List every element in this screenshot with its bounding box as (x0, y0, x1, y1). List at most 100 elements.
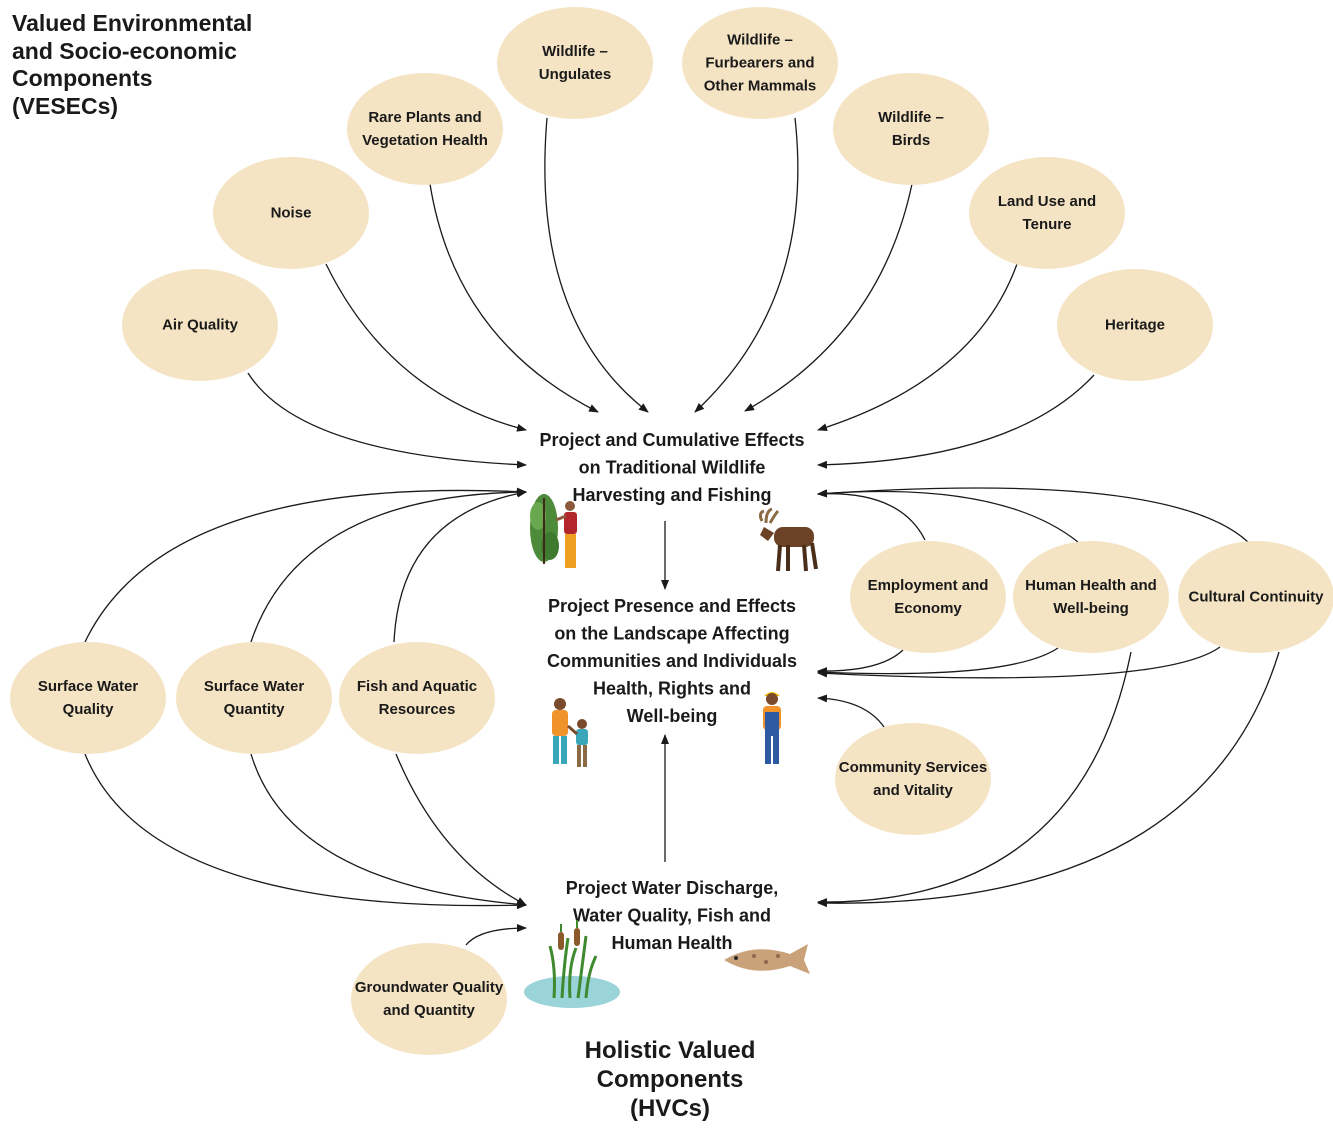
connector-rare-plants-to-wildlife-harvesting (429, 183, 599, 413)
connector-land-use-to-wildlife-harvesting (817, 263, 1018, 432)
vesec-label: Vegetation Health (362, 132, 488, 149)
connector-cultural-continuity-to-water-discharge (817, 651, 1280, 908)
hvc-label: Well-being (627, 706, 718, 726)
vesec-ellipse (1013, 541, 1169, 653)
vesec-label: Land Use and (998, 193, 1096, 210)
connector-employment-to-landscape-wellbeing (817, 649, 904, 676)
vesec-groundwater: Groundwater Quality and Quantity (351, 943, 507, 1055)
vesec-label: Surface Water (38, 678, 138, 695)
vesec-label: Tenure (1023, 216, 1072, 233)
hvc-heading: Holistic Valued Components (HVCs) (520, 1037, 820, 1123)
hvc-water-discharge: Project Water Discharge,Water Quality, F… (566, 878, 778, 953)
vesec-ellipse (10, 642, 166, 754)
vesec-label: Other Mammals (704, 78, 817, 95)
vesec-label: Air Quality (162, 317, 239, 334)
hvc-label: Project and Cumulative Effects (539, 430, 804, 450)
connector-human-health-to-wildlife-harvesting (817, 489, 1079, 543)
vesec-ellipse (339, 642, 495, 754)
vesec-heritage: Heritage (1057, 269, 1213, 381)
vesec-ellipse (213, 157, 369, 269)
connector-surface-water-quantity-to-water-discharge (250, 753, 527, 909)
vesec-label: Well-being (1053, 600, 1129, 617)
vesec-label: Birds (892, 132, 930, 149)
vesec-label: Rare Plants and (368, 109, 481, 126)
connector-furbearers-to-wildlife-harvesting (694, 117, 799, 413)
vesec-label: Wildlife – (878, 109, 944, 126)
vesec-ellipse (347, 73, 503, 185)
vesec-label: Cultural Continuity (1189, 589, 1325, 606)
plant-harvester-icon (530, 494, 577, 568)
vesec-ellipse (833, 73, 989, 185)
hvc-label: on the Landscape Affecting (554, 624, 789, 644)
connectors (84, 117, 1280, 946)
connector-cultural-continuity-to-wildlife-harvesting (817, 487, 1249, 543)
vesec-label: and Vitality (873, 782, 953, 799)
hvc-heading-line-2: Components (596, 1065, 744, 1093)
hvc-wildlife-harvesting: Project and Cumulative Effects on Traditi… (539, 430, 804, 505)
hvc-heading-line-3: (HVCs) (629, 1094, 710, 1122)
vesec-heading-line-2: and Socio-economic (12, 37, 237, 64)
connector-noise-to-wildlife-harvesting (325, 263, 527, 432)
hvc-label: on Traditional Wildlife (579, 458, 766, 478)
vesec-heading-line-4: (VESECs) (12, 92, 119, 119)
vesec-label: Surface Water (204, 678, 304, 695)
moose-icon (758, 507, 818, 572)
vesec-ellipse (351, 943, 507, 1055)
worker-icon (763, 692, 781, 764)
vesec-ellipse (1057, 269, 1213, 381)
hvc-heading-line-1: Holistic Valued (584, 1037, 756, 1064)
hvc-nodes: Project and Cumulative Effects on Traditi… (539, 430, 804, 953)
vesec-ellipse (497, 7, 653, 119)
connector-air-quality-to-wildlife-harvesting (247, 372, 527, 469)
hvc-label: Harvesting and Fishing (572, 485, 771, 505)
connector-surface-water-quality-to-wildlife-harvesting (84, 487, 527, 643)
fish-icon (724, 944, 810, 974)
family-icon (552, 698, 588, 767)
vesec-label: Ungulates (539, 66, 612, 83)
vesec-label: Wildlife – (542, 43, 608, 60)
vesec-birds: Wildlife – Birds (833, 73, 989, 185)
connector-community-services-to-landscape-wellbeing (817, 694, 885, 728)
vesec-air-quality: Air Quality (122, 269, 278, 381)
hvc-label: Project Water Discharge, (566, 878, 778, 898)
vesec-ellipse (176, 642, 332, 754)
connector-human-health-to-water-discharge (817, 651, 1132, 907)
connector-fish-aquatic-to-water-discharge (395, 753, 527, 906)
vesec-heading: Valued Environmental and Socio-economic … (12, 10, 252, 120)
vesec-label: Resources (379, 701, 456, 718)
vesec-label: Community Services (839, 759, 987, 776)
hvc-label: Project Presence and Effects (548, 596, 796, 616)
vesec-ellipse (1178, 541, 1333, 653)
vesec-label: Economy (894, 600, 962, 617)
vesec-label: Heritage (1105, 317, 1165, 334)
connector-groundwater-to-water-discharge (465, 924, 527, 946)
vesec-noise: Noise (213, 157, 369, 269)
vesec-heading-line-3: Components (12, 65, 153, 92)
vesec-label: Quantity (224, 701, 285, 718)
hvc-label: Health, Rights and (593, 679, 751, 699)
connector-ungulates-to-wildlife-harvesting (544, 117, 649, 413)
connector-employment-to-wildlife-harvesting (817, 489, 926, 541)
vesec-label: Employment and (868, 577, 989, 594)
vesec-ellipse (850, 541, 1006, 653)
vesec-heading-line-1: Valued Environmental (12, 10, 253, 36)
vesec-ellipse (682, 7, 838, 119)
vesec-label: Quality (63, 701, 115, 718)
vesec-label: and Quantity (383, 1002, 475, 1019)
hvc-label: Communities and Individuals (547, 651, 797, 671)
vesec-ellipse (835, 723, 991, 835)
connector-surface-water-quality-to-water-discharge (84, 753, 527, 910)
vesec-label: Groundwater Quality (355, 979, 504, 996)
vesec-ungulates: Wildlife – Ungulates (497, 7, 653, 119)
vesec-community-services: Community Services and Vitality (835, 723, 991, 835)
connector-birds-to-wildlife-harvesting (744, 183, 913, 412)
vesec-label: Furbearers and (705, 55, 814, 72)
vesec-ellipse (122, 269, 278, 381)
